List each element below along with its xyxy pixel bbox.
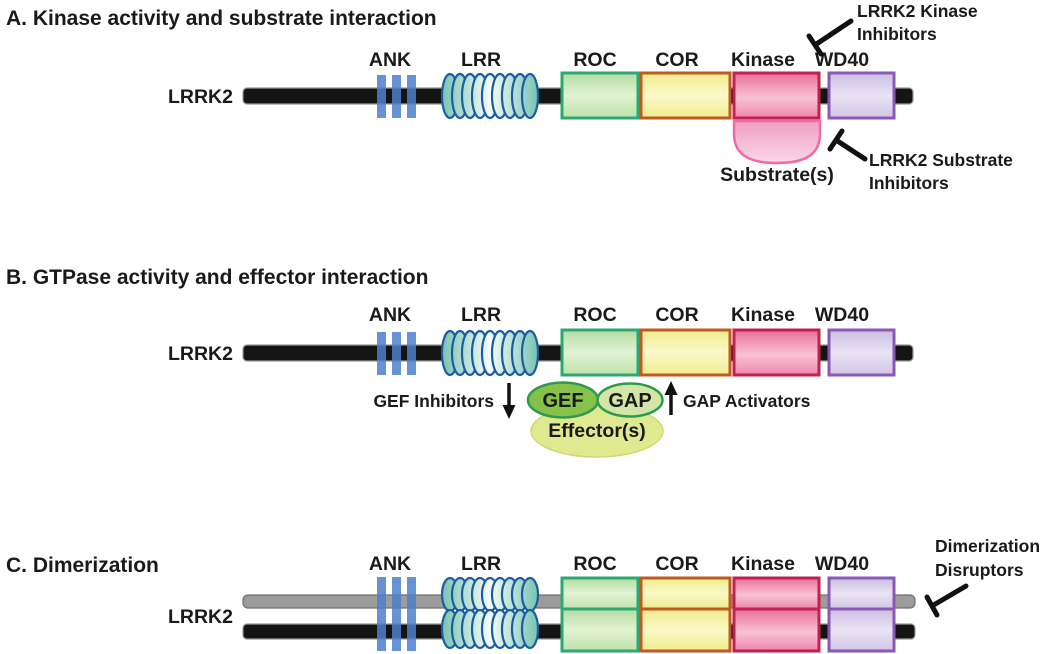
substrate-inhibitors-label-line2: Inhibitors xyxy=(869,173,949,193)
ank-label: ANK xyxy=(369,553,411,575)
wd40-domain xyxy=(827,71,896,120)
substrate-inhibitors-label-line1: LRRK2 Substrate xyxy=(869,150,1013,170)
roc-domain xyxy=(560,328,640,377)
gef-inhibitors-label: GEF Inhibitors xyxy=(373,391,494,411)
kinase-label: Kinase xyxy=(731,49,795,71)
cor-domain xyxy=(639,71,732,120)
cor-label: COR xyxy=(655,553,698,575)
kinase-domain xyxy=(732,328,821,377)
ank-stripe xyxy=(377,75,386,118)
protein-name: LRRK2 xyxy=(168,86,233,108)
lrr-domain-coils-bottom xyxy=(440,608,540,650)
lrr-domain-coils xyxy=(440,329,540,377)
kinase-domain xyxy=(732,71,821,120)
gap-activators-label: GAP Activators xyxy=(683,391,811,411)
ank-stripe xyxy=(407,332,416,375)
protein-name: LRRK2 xyxy=(168,343,233,365)
substrate-inhibition-tbar xyxy=(827,128,868,162)
cor-label: COR xyxy=(655,304,698,326)
lrr-domain-coils-top xyxy=(440,576,540,613)
wd40-label: WD40 xyxy=(815,553,869,575)
roc-domain xyxy=(560,71,640,120)
wd40-domain-bottom xyxy=(827,607,896,653)
kinase-inhibitors-label-line2: Inhibitors xyxy=(857,24,937,44)
wd40-domain xyxy=(827,328,896,377)
ank-stripe xyxy=(392,332,401,375)
panel-c-title: C. Dimerization xyxy=(6,554,159,577)
wd40-domain-top xyxy=(827,576,896,611)
panel-a: A. Kinase activity and substrate interac… xyxy=(6,1,1013,193)
ank-stripe xyxy=(377,332,386,375)
panel-b: B. GTPase activity and effector interact… xyxy=(6,266,914,458)
kinase-label: Kinase xyxy=(731,553,795,575)
ank-stripe xyxy=(392,577,401,651)
roc-label: ROC xyxy=(573,304,616,326)
panel-a-title: A. Kinase activity and substrate interac… xyxy=(6,7,437,30)
cor-domain xyxy=(639,328,732,377)
ank-stripe xyxy=(392,75,401,118)
kinase-domain-top xyxy=(732,576,821,611)
lrr-label: LRR xyxy=(461,304,501,326)
ank-domain xyxy=(377,332,416,375)
wd40-label: WD40 xyxy=(815,49,869,71)
ank-domain xyxy=(377,75,416,118)
ank-stripe xyxy=(407,577,416,651)
kinase-domain-bottom xyxy=(732,607,821,653)
roc-domain-bottom xyxy=(560,607,640,653)
cor-domain-top xyxy=(639,576,732,611)
lrr-label: LRR xyxy=(461,49,501,71)
ank-stripe xyxy=(407,75,416,118)
kinase-inhibition-tbar xyxy=(806,18,854,57)
roc-label: ROC xyxy=(573,553,616,575)
down-arrow-icon xyxy=(502,383,516,419)
dimerization-disruptors-label-line2: Disruptors xyxy=(935,560,1024,580)
lrr-domain-coils xyxy=(440,72,540,120)
ank-label: ANK xyxy=(369,304,411,326)
up-arrow-icon xyxy=(664,381,678,415)
gap-shape xyxy=(596,382,664,418)
roc-domain-top xyxy=(560,576,640,611)
cor-domain-bottom xyxy=(639,607,732,653)
ank-stripe xyxy=(377,577,386,651)
roc-label: ROC xyxy=(573,49,616,71)
gef-text: GEF xyxy=(542,390,583,412)
panel-c: C. Dimerization ANK LRR ROC COR Kinase W… xyxy=(6,536,1040,653)
wd40-label: WD40 xyxy=(815,304,869,326)
substrate-label: Substrate(s) xyxy=(720,164,834,186)
substrate-shape xyxy=(732,119,822,165)
lrr-label: LRR xyxy=(461,553,501,575)
ank-label: ANK xyxy=(369,49,411,71)
dimerization-disruptors-label-line1: Dimerization xyxy=(935,536,1040,556)
cor-label: COR xyxy=(655,49,698,71)
gap-text: GAP xyxy=(608,390,651,412)
effector-label: Effector(s) xyxy=(548,420,646,442)
kinase-inhibitors-label-line1: LRRK2 Kinase xyxy=(857,1,978,21)
ank-domain xyxy=(377,577,416,651)
panel-b-title: B. GTPase activity and effector interact… xyxy=(6,266,428,289)
dimerization-inhibition-tbar xyxy=(924,583,969,618)
kinase-label: Kinase xyxy=(731,304,795,326)
protein-name: LRRK2 xyxy=(168,606,233,628)
